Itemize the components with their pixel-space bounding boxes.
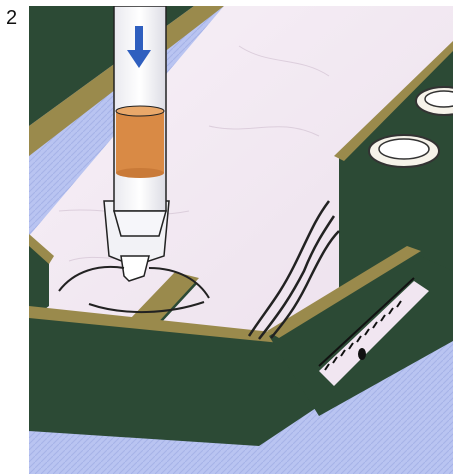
step-number-label: 2 bbox=[6, 8, 17, 28]
liquid-top bbox=[116, 106, 164, 116]
liquid-column bbox=[116, 111, 164, 173]
tube-neck bbox=[114, 211, 166, 236]
liquid-bottom bbox=[116, 168, 164, 178]
cup-front-inner bbox=[379, 139, 429, 159]
cup-back-inner bbox=[425, 91, 453, 107]
illustration-canvas bbox=[29, 6, 453, 474]
channel-drop bbox=[358, 348, 366, 360]
tray-illustration bbox=[29, 6, 453, 474]
